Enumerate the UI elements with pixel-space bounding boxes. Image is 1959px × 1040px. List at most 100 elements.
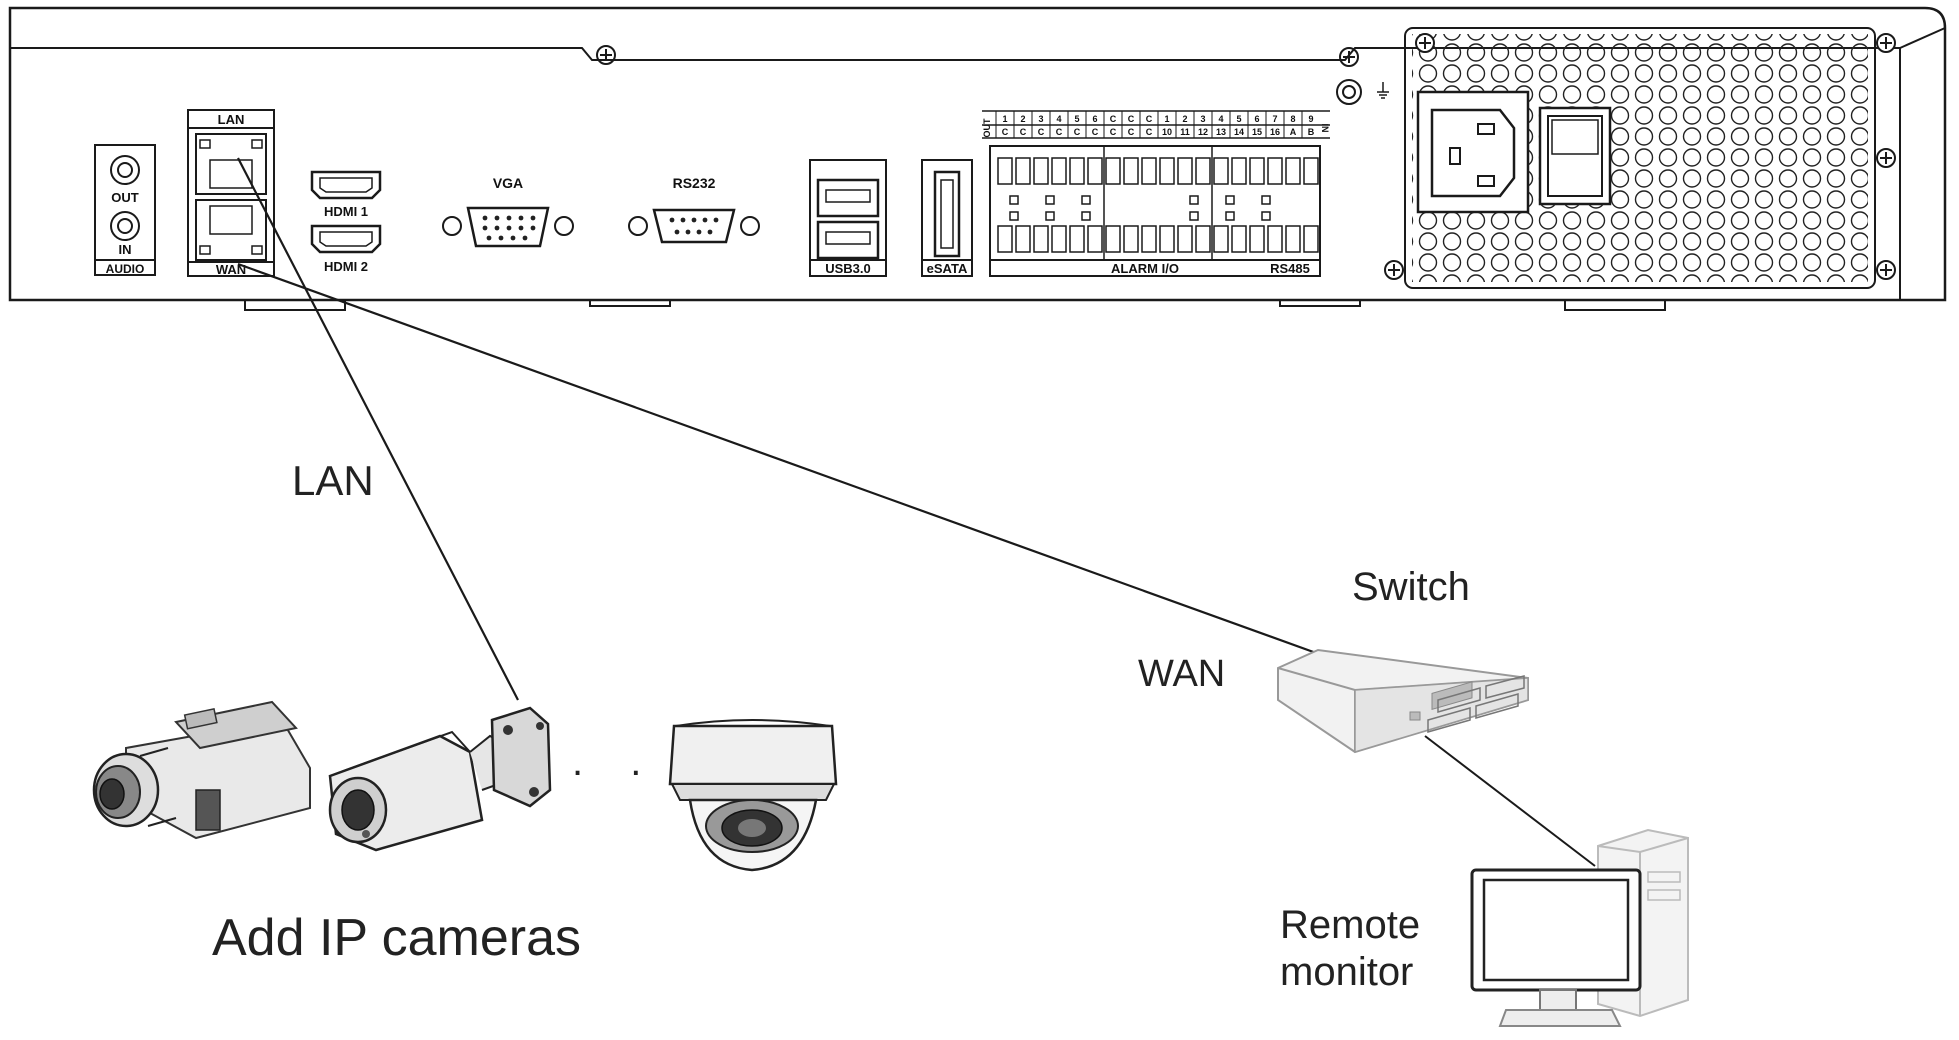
screw-icon <box>1876 260 1896 280</box>
network-ports: LAN WAN <box>187 109 275 277</box>
alarm-terminal-slot <box>1303 157 1319 185</box>
alarm-terminal-slot <box>1249 157 1265 185</box>
screw-icon <box>1415 33 1435 53</box>
alarm-pin-top-label: 3 <box>1200 114 1205 124</box>
alarm-terminal-slot <box>1015 225 1031 253</box>
alarm-pin-bottom-label: C <box>1146 127 1153 137</box>
alarm-pin-bottom-label: 12 <box>1198 127 1208 137</box>
alarm-pin-top-label: 9 <box>1308 114 1313 124</box>
remote-computer-icon <box>1470 828 1689 1027</box>
alarm-terminal-screw <box>1189 211 1199 221</box>
alarm-terminal-screw <box>1081 211 1091 221</box>
alarm-pin-top-label: C <box>1128 114 1135 124</box>
alarm-pin-bottom-label: 15 <box>1252 127 1262 137</box>
alarm-terminal-slot <box>1267 225 1283 253</box>
alarm-terminal-screw <box>1009 195 1019 205</box>
power-switch <box>1538 106 1612 206</box>
lan-port-label: LAN <box>218 112 245 127</box>
alarm-terminal-slot <box>1015 157 1031 185</box>
alarm-terminal-screw <box>1261 195 1271 205</box>
switch-label: Switch <box>1352 565 1470 609</box>
alarm-pin-top-label: 3 <box>1038 114 1043 124</box>
alarm-terminal-slot <box>1249 225 1265 253</box>
alarm-terminal-slot <box>1069 157 1085 185</box>
alarm-terminal-slot <box>1231 225 1247 253</box>
remote-monitor-label-line2: monitor <box>1280 950 1413 994</box>
alarm-pin-bottom-label: 11 <box>1180 127 1190 137</box>
usb-label: USB3.0 <box>825 261 871 276</box>
alarm-io-block: OUT IN 1C2C3C4C5C6CCCCCCC110211312413514… <box>982 110 1330 277</box>
alarm-terminal-slot <box>1195 157 1211 185</box>
alarm-pin-bottom-label: C <box>1074 127 1081 137</box>
alarm-terminal-slot <box>1213 157 1229 185</box>
alarm-pin-bottom-label: C <box>1038 127 1045 137</box>
usb-ports: USB3.0 <box>809 159 887 277</box>
alarm-pin-bottom-label: C <box>1056 127 1063 137</box>
alarm-pin-top-label: 4 <box>1218 114 1223 124</box>
alarm-pin-bottom-label: C <box>1128 127 1135 137</box>
rs232-port: RS232 <box>628 175 760 244</box>
alarm-terminal-slot <box>1051 157 1067 185</box>
alarm-terminal-slot <box>1069 225 1085 253</box>
alarm-terminal-slot <box>997 225 1013 253</box>
alarm-out-label: OUT <box>982 118 992 138</box>
lan-cable <box>237 157 519 701</box>
alarm-pin-top-label: 6 <box>1092 114 1097 124</box>
alarm-pin-top-label: 6 <box>1254 114 1259 124</box>
alarm-pin-bottom-label: C <box>1002 127 1009 137</box>
alarm-pin-top-label: C <box>1146 114 1153 124</box>
alarm-terminal-slot <box>1033 225 1049 253</box>
switch-to-pc-cable <box>1424 735 1596 867</box>
alarm-pin-top-label: 1 <box>1164 114 1169 124</box>
screw-icon <box>1339 47 1359 67</box>
alarm-terminal-slot <box>1087 225 1103 253</box>
alarm-terminal-slot <box>1033 157 1049 185</box>
alarm-pin-bottom-label: A <box>1290 127 1297 137</box>
wan-cable <box>237 262 1331 660</box>
alarm-terminal-slot <box>1159 157 1175 185</box>
bullet-camera-icon <box>328 706 552 852</box>
alarm-terminal-slot <box>1123 157 1139 185</box>
alarm-terminal-slot <box>1051 225 1067 253</box>
screw-icon <box>1876 148 1896 168</box>
wan-port-label: WAN <box>216 262 246 277</box>
alarm-terminal-slot <box>1267 157 1283 185</box>
ground-terminal-icon <box>1336 79 1389 105</box>
alarm-pin-bottom-label: 10 <box>1162 127 1172 137</box>
dome-camera-icon <box>668 719 838 872</box>
alarm-terminal-screw <box>1081 195 1091 205</box>
lan-cable-label: LAN <box>292 457 374 504</box>
alarm-terminal-screw <box>1009 211 1019 221</box>
alarm-terminal-slot <box>1285 157 1301 185</box>
vga-port: VGA <box>442 175 574 248</box>
alarm-io-label: ALARM I/O <box>1111 261 1179 276</box>
alarm-pin-top-label: 1 <box>1002 114 1007 124</box>
power-supply <box>1384 27 1896 289</box>
box-camera-icon <box>92 700 311 840</box>
alarm-pin-top-label: 2 <box>1020 114 1025 124</box>
audio-out-label: OUT <box>111 190 139 205</box>
alarm-terminal-slot <box>997 157 1013 185</box>
alarm-terminal-slot <box>1195 225 1211 253</box>
alarm-terminal-slot <box>1141 157 1157 185</box>
vga-label: VGA <box>493 175 523 191</box>
alarm-terminal-slot <box>1141 225 1157 253</box>
alarm-terminal-screw <box>1225 195 1235 205</box>
alarm-terminal-slot <box>1231 157 1247 185</box>
audio-label: AUDIO <box>106 262 145 276</box>
audio-in-label: IN <box>119 242 132 257</box>
esata-port: eSATA <box>921 159 973 277</box>
alarm-terminal-slot <box>1105 157 1121 185</box>
alarm-pin-top-label: 5 <box>1074 114 1079 124</box>
esata-label: eSATA <box>927 261 968 276</box>
alarm-terminal-screw <box>1261 211 1271 221</box>
alarm-pin-bottom-label: B <box>1308 127 1315 137</box>
alarm-pin-top-label: 8 <box>1290 114 1295 124</box>
alarm-terminal-screw <box>1189 195 1199 205</box>
alarm-pin-top-label: C <box>1110 114 1117 124</box>
alarm-pin-bottom-label: C <box>1092 127 1099 137</box>
add-ip-cameras-label: Add IP cameras <box>212 909 581 967</box>
audio-ports: OUT IN AUDIO <box>94 144 156 276</box>
alarm-pin-bottom-label: 14 <box>1234 127 1244 137</box>
